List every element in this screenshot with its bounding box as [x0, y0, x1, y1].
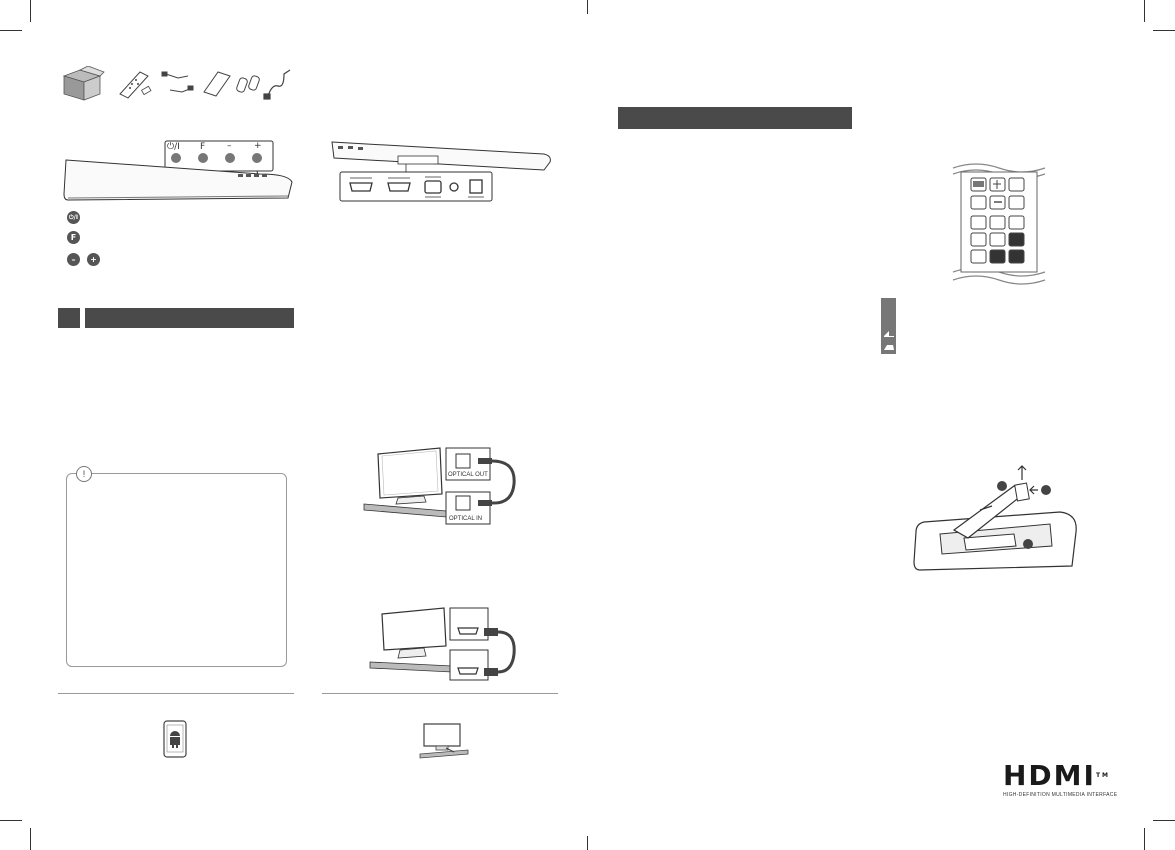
minus-icon: –: [67, 253, 80, 266]
clip-icon: [236, 75, 260, 93]
crop-mark: [1144, 0, 1145, 22]
crop-mark: [30, 828, 31, 850]
divider: [58, 693, 294, 694]
note-box: [66, 473, 287, 667]
box-icon: [62, 66, 105, 101]
tv-icon: [377, 447, 443, 505]
crop-mark: [587, 836, 588, 850]
remote-closeup-diagram: [952, 163, 1046, 285]
section-header-bar: [85, 308, 294, 328]
note-icon: !: [76, 466, 92, 482]
power-icon: ⏻/I: [67, 211, 80, 224]
remote-battery-icon: [913, 465, 1077, 571]
divider: [322, 693, 558, 694]
optical-in-label: OPTICAL IN: [449, 516, 483, 522]
minus-control-label: –: [227, 141, 232, 151]
crop-mark: [1144, 828, 1145, 850]
tv-soundbar-icon: [419, 723, 469, 759]
cable-icon: [161, 71, 194, 93]
remote-side-tab: [881, 298, 896, 354]
crop-mark: [30, 0, 31, 22]
tv-icon: [381, 607, 447, 659]
hdmi-connection-diagram: [369, 607, 516, 681]
hdmi-logo: HDMITM HIGH-DEFINITION MULTIMEDIA INTERF…: [1003, 759, 1117, 799]
smartphone-android-icon: [163, 720, 187, 758]
function-control-label: F: [200, 142, 206, 152]
crop-mark: [0, 820, 22, 821]
plus-control-label: +: [254, 141, 262, 151]
speaker-icons: [884, 331, 894, 350]
crop-mark: [587, 0, 588, 14]
hdmi-tagline: HIGH-DEFINITION MULTIMEDIA INTERFACE: [1003, 792, 1118, 798]
hdmi-logo-text: HDMI: [1003, 759, 1096, 792]
crop-mark: [0, 30, 22, 31]
section-header-bar-right: [618, 107, 852, 129]
power-cord-icon: [263, 69, 291, 100]
optical-out-label: OPTICAL OUT: [448, 472, 488, 478]
power-control-label: ⏻/I: [167, 142, 180, 152]
section-number-bar: [58, 308, 80, 328]
soundbar-front-diagram: [63, 140, 293, 201]
function-icon: F: [67, 231, 80, 244]
remote-icon: [119, 71, 152, 99]
hdmi-tm: TM: [1095, 772, 1111, 779]
crop-mark: [1153, 820, 1175, 821]
plus-icon: +: [87, 253, 100, 266]
optical-connection-diagram: [363, 447, 516, 525]
soundbar-rear-diagram: [331, 141, 551, 202]
crop-mark: [1153, 30, 1175, 31]
manual-icon: [203, 71, 231, 97]
accessories-row: [62, 66, 291, 101]
